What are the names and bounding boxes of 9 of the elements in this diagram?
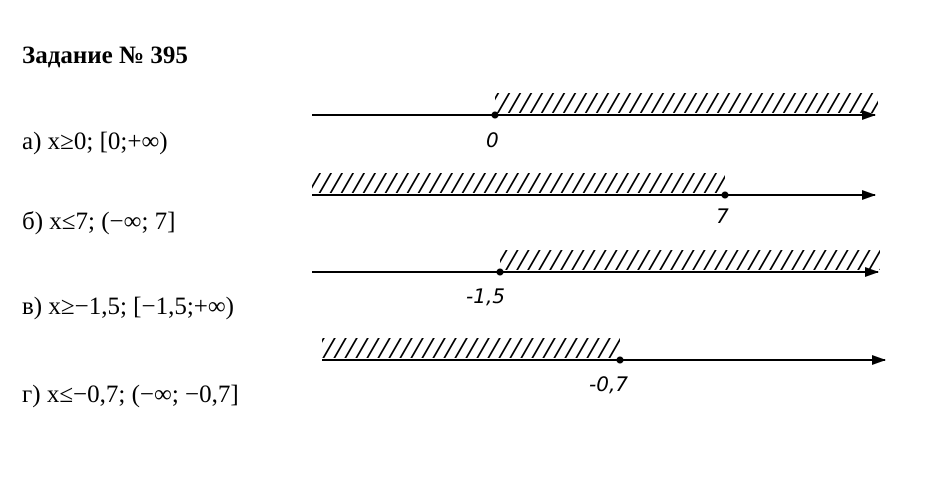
- tick-label: -0,7: [589, 372, 628, 396]
- answer-text: г) x≤−0,7; (−∞; −0,7]: [22, 381, 239, 409]
- answer-text: в) x≥−1,5; [−1,5;+∞): [22, 293, 234, 321]
- tick-label: 7: [716, 204, 729, 228]
- answer-text: б) x≤7; (−∞; 7]: [22, 208, 176, 236]
- answer-text: а) x≥0; [0;+∞): [22, 128, 168, 156]
- tick-label: 0: [486, 128, 499, 152]
- title: Задание № 395: [22, 42, 188, 70]
- tick-label: -1,5: [466, 284, 506, 308]
